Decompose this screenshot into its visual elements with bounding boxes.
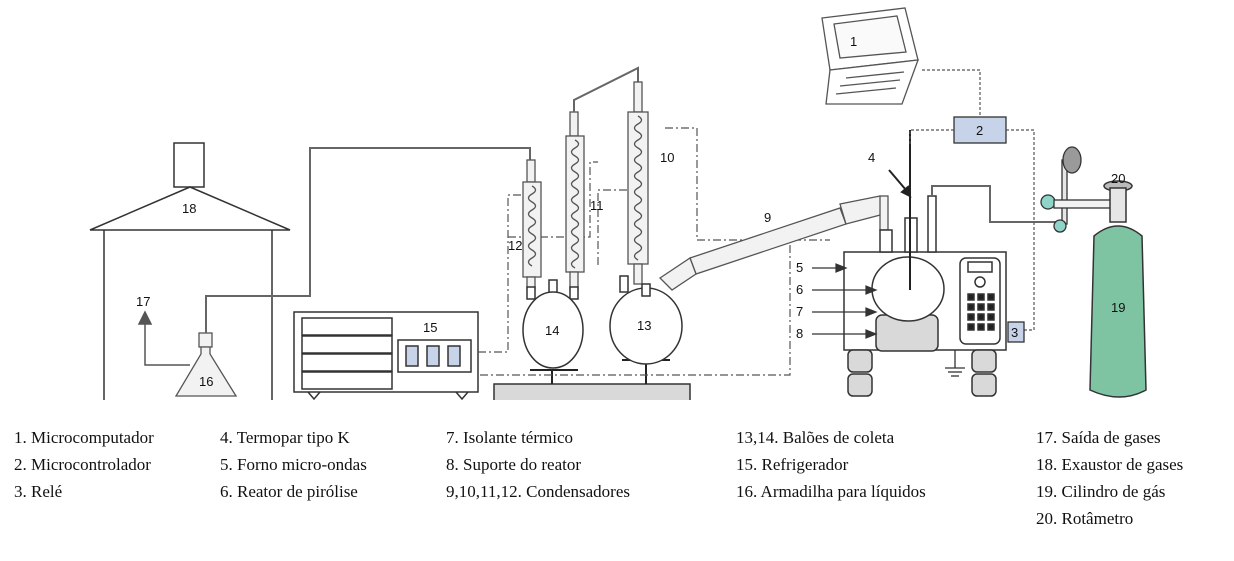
legend-item: 13,14. Balões de coleta <box>736 424 926 451</box>
ground-symbol-icon <box>945 350 965 376</box>
marker-16: 16 <box>199 374 213 389</box>
gas-exit-arrow <box>139 312 190 365</box>
legend-column-3: 7. Isolante térmico 8. Suporte do reator… <box>446 424 630 505</box>
rotameter <box>1041 147 1114 232</box>
legend-item: 6. Reator de pirólise <box>220 478 367 505</box>
marker-20: 20 <box>1111 171 1125 186</box>
legend-column-5: 17. Saída de gases 18. Exaustor de gases… <box>1036 424 1183 532</box>
condenser-10 <box>628 82 648 284</box>
exhaust-hood <box>90 143 290 400</box>
marker-1: 1 <box>850 34 857 49</box>
legend-item: 20. Rotâmetro <box>1036 505 1183 532</box>
legend-item: 18. Exaustor de gases <box>1036 451 1183 478</box>
marker-4: 4 <box>868 150 875 165</box>
laptop-cable <box>922 70 980 115</box>
marker-10: 10 <box>660 150 674 165</box>
oven-feet <box>848 350 996 396</box>
marker-5: 5 <box>796 260 803 275</box>
legend-column-4: 13,14. Balões de coleta 15. Refrigerador… <box>736 424 926 505</box>
legend-item: 16. Armadilha para líquidos <box>736 478 926 505</box>
marker-18: 18 <box>182 201 196 216</box>
laptop-icon <box>822 8 918 104</box>
gas-cylinder <box>1090 181 1146 397</box>
legend-item: 5. Forno micro-ondas <box>220 451 367 478</box>
marker-6: 6 <box>796 282 803 297</box>
marker-15: 15 <box>423 320 437 335</box>
pyrolysis-setup-diagram: 1 2 3 4 5 6 7 8 9 10 11 12 13 14 15 16 1… <box>0 0 1234 400</box>
flask-support-base <box>494 384 690 400</box>
legend-item: 3. Relé <box>14 478 154 505</box>
legend-column-1: 1. Microcomputador 2. Microcontrolador 3… <box>14 424 154 505</box>
marker-3: 3 <box>1011 325 1018 340</box>
legend-column-2: 4. Termopar tipo K 5. Forno micro-ondas … <box>220 424 367 505</box>
legend-item: 4. Termopar tipo K <box>220 424 367 451</box>
refrigerator <box>294 312 478 399</box>
marker-11: 11 <box>590 198 604 213</box>
legend: 1. Microcomputador 2. Microcontrolador 3… <box>0 424 1234 561</box>
condenser-12 <box>523 160 541 289</box>
marker-12: 12 <box>508 238 522 253</box>
legend-item: 1. Microcomputador <box>14 424 154 451</box>
marker-8: 8 <box>796 326 803 341</box>
legend-item: 8. Suporte do reator <box>446 451 630 478</box>
condenser-11 <box>566 112 584 290</box>
marker-9: 9 <box>764 210 771 225</box>
marker-19: 19 <box>1111 300 1125 315</box>
marker-13: 13 <box>637 318 651 333</box>
connecting-tube-top <box>574 68 638 112</box>
legend-item: 9,10,11,12. Condensadores <box>446 478 630 505</box>
gas-tube <box>206 148 530 333</box>
marker-14: 14 <box>545 323 559 338</box>
marker-17: 17 <box>136 294 150 309</box>
legend-item: 19. Cilindro de gás <box>1036 478 1183 505</box>
legend-item: 2. Microcontrolador <box>14 451 154 478</box>
legend-item: 17. Saída de gases <box>1036 424 1183 451</box>
marker-2: 2 <box>976 123 983 138</box>
legend-item: 15. Refrigerador <box>736 451 926 478</box>
marker-7: 7 <box>796 304 803 319</box>
legend-item: 7. Isolante térmico <box>446 424 630 451</box>
